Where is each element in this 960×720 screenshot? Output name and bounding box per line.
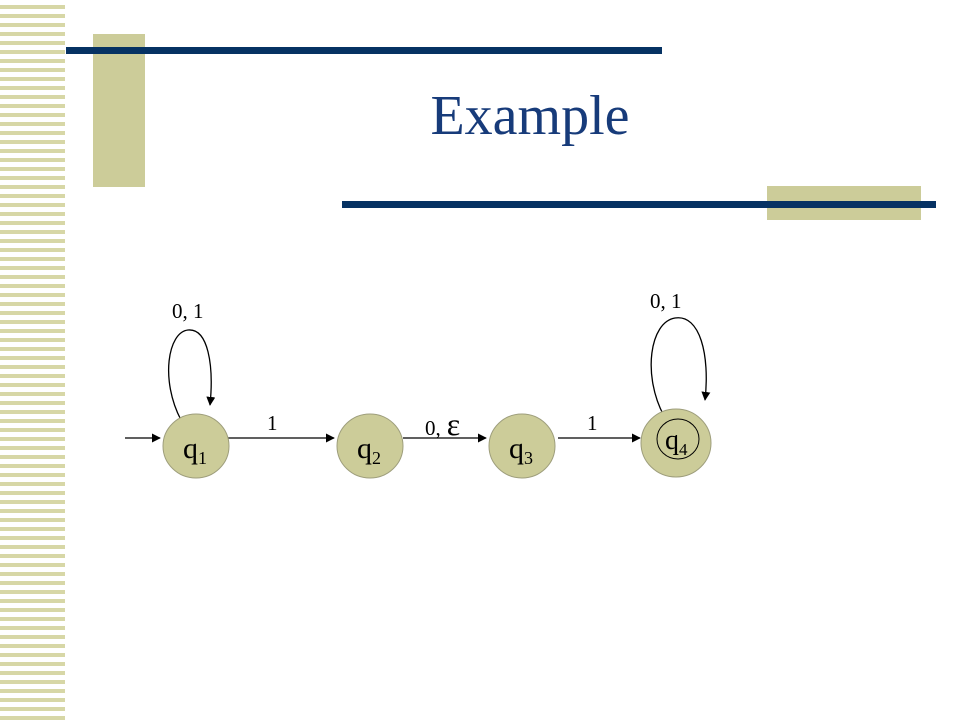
state-q1-subscript: 1 <box>198 448 207 468</box>
state-q3-subscript: 3 <box>524 448 533 468</box>
svg-text:q2: q2 <box>357 432 381 468</box>
label-q3-q4: 1 <box>587 411 598 435</box>
state-q2-subscript: 2 <box>372 448 381 468</box>
label-self-loop-q4: 0, 1 <box>650 289 682 313</box>
decor-navy-bar-bottom <box>342 201 936 208</box>
svg-text:q4: q4 <box>665 425 688 459</box>
svg-text:q3: q3 <box>509 432 533 468</box>
self-loop-q1 <box>168 329 216 421</box>
state-q3-name: q <box>509 432 524 465</box>
self-loop-q4 <box>650 317 711 417</box>
decor-tan-block-left <box>93 34 145 187</box>
state-q1: q1 <box>162 413 230 479</box>
state-q4-subscript: 4 <box>679 440 688 459</box>
slide-title: Example <box>430 85 630 147</box>
decor-navy-bar-top <box>66 47 662 54</box>
left-stripe-pattern <box>0 0 68 720</box>
state-q3: q3 <box>488 413 556 479</box>
label-q1-q2: 1 <box>267 411 278 435</box>
label-self-loop-q1: 0, 1 <box>172 299 204 323</box>
state-q2: q2 <box>336 413 404 479</box>
state-q4-accepting: q4 <box>640 408 712 478</box>
svg-text:q1: q1 <box>183 432 207 468</box>
epsilon-symbol: ε <box>447 406 460 442</box>
label-q2-q3-text: 0, <box>425 416 441 440</box>
state-q1-name: q <box>183 432 198 465</box>
label-q2-q3: 0,ε <box>425 406 460 442</box>
state-q4-inner-ring <box>656 418 700 460</box>
state-q4-name: q <box>665 425 679 456</box>
state-q2-name: q <box>357 432 372 465</box>
